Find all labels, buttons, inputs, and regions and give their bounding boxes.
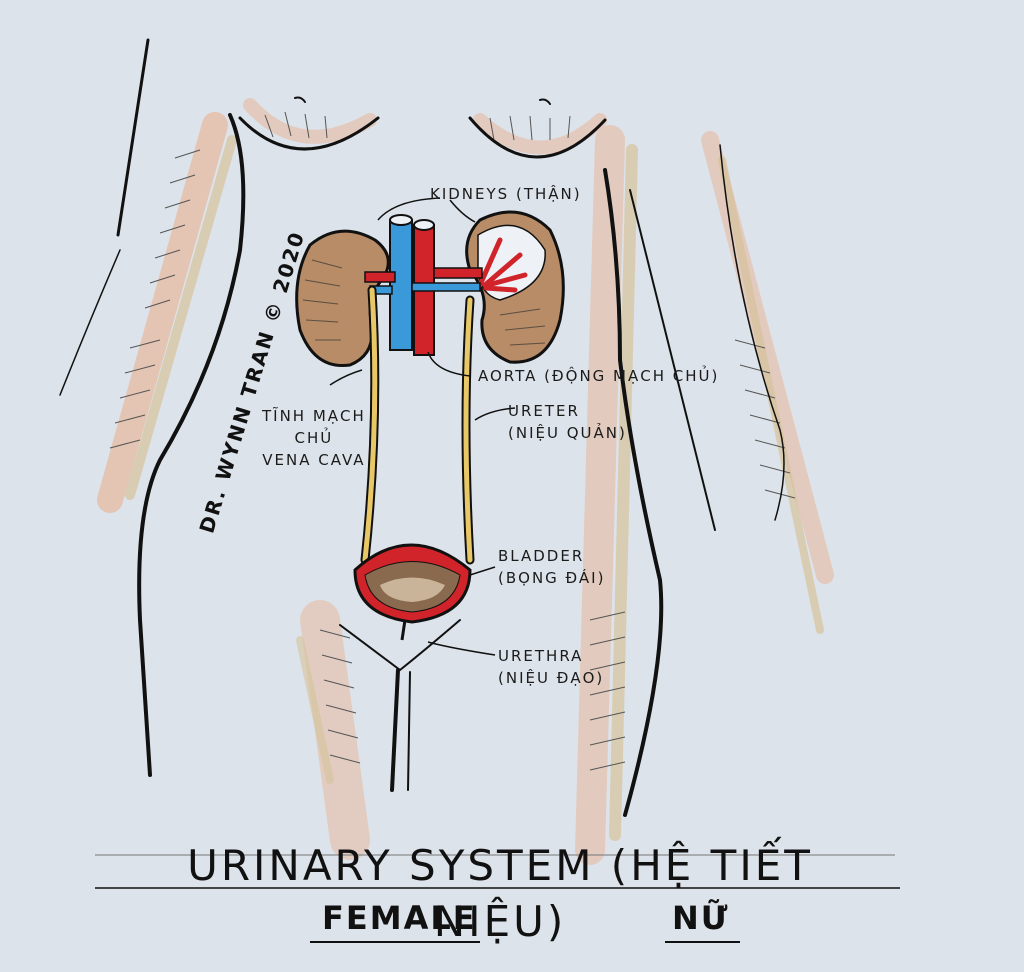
label-bladder-line-2: (BỌNG ĐÁI) [498,569,606,587]
label-aorta: AORTA (ĐỘNG MẠCH CHỦ) [478,367,720,385]
label-vena-cava-line-3: VENA CAVA [262,451,366,469]
subtitle-female: FEMALE [322,899,477,937]
bladder [353,543,472,641]
subtitle-nu: NỮ [672,899,730,937]
vessels [364,214,483,356]
label-ureter-line-2: (NIỆU QUẢN) [508,424,627,442]
label-urethra-line-1: URETHRA [498,647,584,665]
label-kidneys: KIDNEYS (THẬN) [430,185,582,203]
label-vena-cava-line-2: CHỦ [294,429,334,447]
diagram-title: URINARY SYSTEM (HỆ TIẾT NIỆU) [187,841,813,946]
ureters [360,285,475,565]
leader-lines [329,197,516,656]
label-urethra: URETHRA (NIỆU ĐẠO) [498,645,604,689]
label-bladder: BLADDER (BỌNG ĐÁI) [498,545,605,589]
label-vena-cava-line-1: TĨNH MẠCH [262,407,366,425]
skin-shading [97,98,834,865]
label-ureter: URETER (NIỆU QUẢN) [508,400,627,444]
body-outline [59,38,785,817]
label-bladder-line-1: BLADDER [498,547,585,565]
label-ureter-line-1: URETER [508,402,580,420]
label-urethra-line-2: (NIỆU ĐẠO) [498,669,605,687]
hatching [109,111,796,771]
label-vena-cava: TĨNH MẠCH CHỦ VENA CAVA [262,405,366,471]
